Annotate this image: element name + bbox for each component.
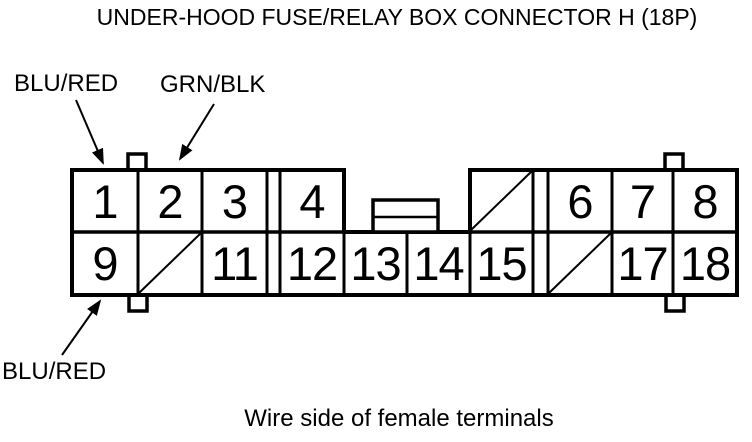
pin-cell-7: 7 (629, 174, 656, 228)
mounting-tab-bottom-left (127, 293, 149, 313)
wire-label-bottom: BLU/RED (2, 358, 107, 385)
pin-cell-5-no-terminal (470, 170, 533, 232)
pin-cell-3: 3 (221, 174, 248, 228)
pin-cell-9: 9 (92, 237, 118, 290)
pin-cell-8: 8 (692, 174, 718, 228)
latch-bump (371, 198, 440, 234)
pin-cell-18: 18 (679, 237, 731, 290)
mounting-tab-top-right (663, 152, 685, 172)
diagonal-position-5 (470, 170, 533, 231)
arrow-top-right (178, 103, 215, 161)
pin-cell-12: 12 (286, 237, 338, 290)
pin-cell-14: 14 (413, 237, 464, 290)
page-title: UNDER-HOOD FUSE/RELAY BOX CONNECTOR H (1… (96, 4, 698, 30)
pin-cell-16-no-terminal (548, 232, 612, 295)
diagonal-position-10 (138, 232, 202, 294)
mounting-tab-top-left (126, 152, 148, 172)
pin-cell-4: 4 (299, 174, 325, 228)
diagram-caption: Wire side of female terminals (244, 405, 554, 432)
pin-cell-10-no-terminal (138, 232, 202, 295)
no-terminal-diagonals (138, 170, 612, 294)
wire-label-top-right: GRN/BLK (160, 71, 266, 98)
pin-cell-15: 15 (476, 237, 527, 290)
pin-cell-17: 17 (617, 237, 668, 290)
pin-cell-2: 2 (157, 174, 183, 228)
arrow-top-left (75, 99, 104, 165)
diagonal-position-16 (548, 232, 612, 294)
pin-cell-13: 13 (350, 237, 401, 290)
arrow-bottom (61, 299, 102, 356)
pin-cell-1: 1 (92, 174, 118, 228)
leader-arrows (61, 99, 215, 356)
pin-cell-11: 11 (211, 237, 259, 290)
pin-cell-6: 6 (567, 174, 593, 228)
mounting-tab-bottom-right (664, 293, 686, 313)
wire-label-top-left: BLU/RED (14, 70, 119, 97)
